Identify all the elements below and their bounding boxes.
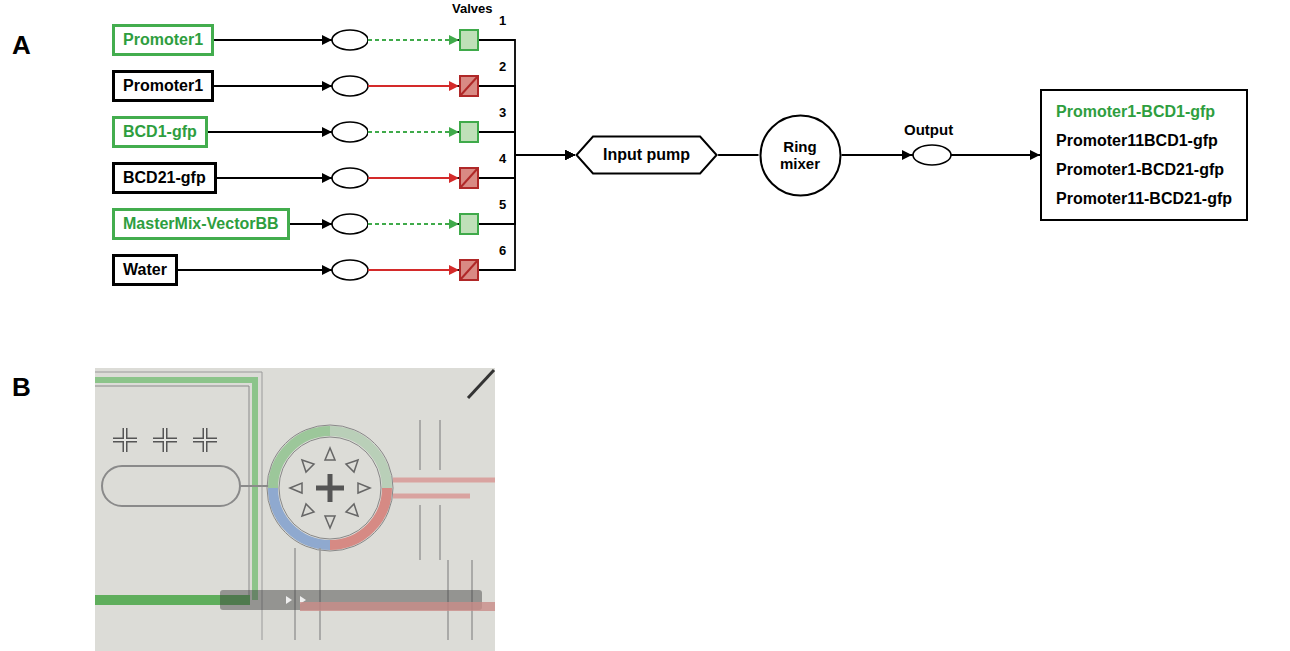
callout-number: 3 bbox=[499, 105, 506, 120]
output-box: Promoter1-BCD1-gfpPromoter11BCD1-gfpProm… bbox=[1040, 89, 1248, 221]
input-box: Promoter1 bbox=[112, 70, 214, 102]
flow-connector bbox=[290, 155, 575, 224]
node-text: BCD1-gfp bbox=[123, 123, 197, 141]
inlet-arrowheads bbox=[322, 35, 332, 275]
input-box: BCD21-gfp bbox=[112, 162, 217, 194]
valve-symbols bbox=[460, 30, 478, 280]
callout-number: 2 bbox=[499, 59, 506, 74]
mixer-circle: Ring mixer bbox=[759, 114, 842, 197]
inlet-ovals bbox=[332, 30, 368, 280]
part-label: Output bbox=[904, 121, 953, 138]
callout-number: 6 bbox=[499, 243, 506, 258]
node-text: Ring mixer bbox=[770, 138, 830, 172]
flow-connector bbox=[718, 154, 758, 156]
node-text: BCD21-gfp bbox=[123, 169, 206, 187]
panel-letter: A bbox=[12, 30, 31, 61]
node-text: Water bbox=[123, 261, 167, 279]
flow-connector bbox=[208, 132, 575, 155]
flow-connector bbox=[217, 155, 575, 178]
node-text: Promoter1 bbox=[123, 77, 203, 95]
valve-feed-lines bbox=[368, 35, 459, 275]
node-text: Promoter1 bbox=[123, 31, 203, 49]
output-port bbox=[902, 145, 951, 165]
flow-connector bbox=[214, 86, 575, 155]
callout-number: 1 bbox=[499, 13, 506, 28]
callout-number: 4 bbox=[499, 151, 506, 166]
input-box: BCD1-gfp bbox=[112, 116, 208, 148]
chip-photo bbox=[95, 368, 495, 651]
input-box: MasterMix-VectorBB bbox=[112, 208, 290, 240]
node-text: Promoter11BCD1-gfp bbox=[1056, 126, 1232, 155]
panel-letter: B bbox=[12, 372, 31, 403]
node-text: Input pump bbox=[603, 146, 690, 164]
pump-hexagon: Input pump bbox=[575, 135, 718, 175]
part-label: Valves bbox=[452, 1, 493, 16]
input-box: Promoter1 bbox=[112, 24, 214, 56]
callout-number: 5 bbox=[499, 197, 506, 212]
flow-connector bbox=[214, 40, 575, 155]
node-text: Promoter1-BCD1-gfp bbox=[1056, 97, 1232, 126]
node-text: Promoter11-BCD21-gfp bbox=[1056, 184, 1232, 213]
node-text: MasterMix-VectorBB bbox=[123, 215, 279, 233]
input-box: Water bbox=[112, 254, 178, 286]
node-text: Promoter1-BCD21-gfp bbox=[1056, 155, 1232, 184]
